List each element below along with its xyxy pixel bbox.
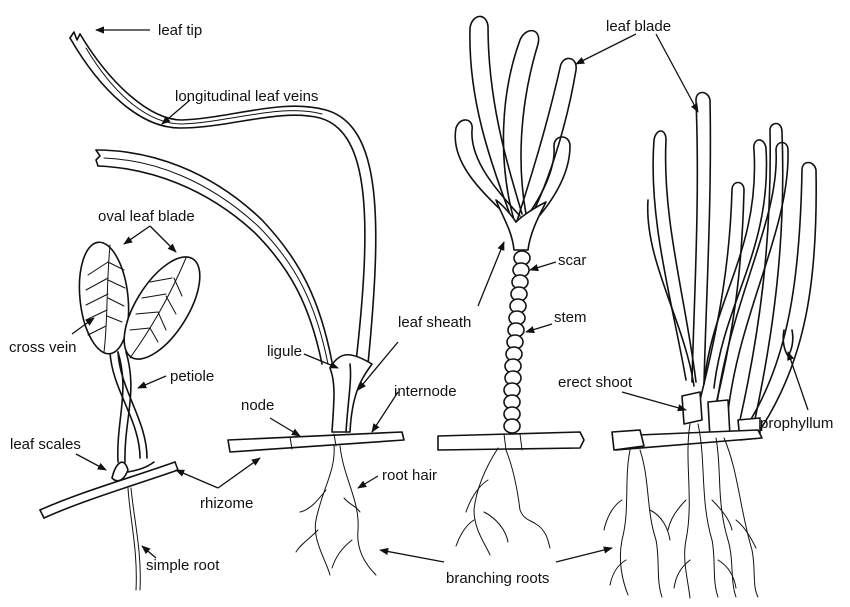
label-leaf-sheath: leaf sheath: [398, 315, 471, 330]
label-branching-roots: branching roots: [446, 571, 549, 586]
label-leaf-tip: leaf tip: [158, 23, 202, 38]
label-petiole: petiole: [170, 369, 214, 384]
label-leaf-blade: leaf blade: [606, 19, 671, 34]
label-simple-root: simple root: [146, 558, 219, 573]
label-internode: internode: [394, 384, 457, 399]
label-leaf-scales: leaf scales: [10, 437, 81, 452]
label-node: node: [241, 398, 274, 413]
label-erect-shoot: erect shoot: [558, 375, 632, 390]
label-stem: stem: [554, 310, 587, 325]
label-cross-vein: cross vein: [9, 340, 77, 355]
plant-erect-shoots: [604, 93, 816, 599]
label-prophyllum: prophyllum: [760, 416, 833, 431]
label-oval-leaf-blade: oval leaf blade: [98, 209, 195, 224]
label-rhizome: rhizome: [200, 496, 253, 511]
stem-segments: [504, 251, 530, 433]
label-scar: scar: [558, 253, 586, 268]
plant-scarred-stem: [438, 16, 584, 555]
label-longitudinal-leaf-veins: longitudinal leaf veins: [175, 89, 318, 104]
plant-oval-leaves: [40, 240, 215, 590]
label-ligule: ligule: [267, 344, 302, 359]
label-root-hair: root hair: [382, 468, 437, 483]
